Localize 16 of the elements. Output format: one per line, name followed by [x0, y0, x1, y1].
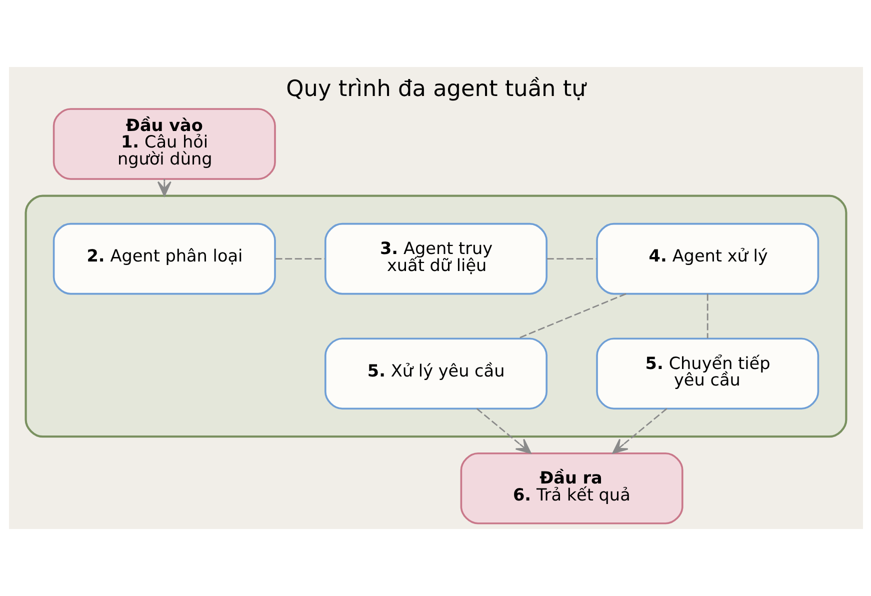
arrow	[476, 408, 531, 454]
connector	[517, 293, 626, 340]
arrow	[156, 179, 171, 196]
diagram-title: Quy trình đa agent tuần tự	[286, 76, 586, 102]
cluster	[24, 194, 847, 438]
node-box: 3. Agent truy xuất dữ liệu	[324, 222, 547, 295]
node-box: Đầu ra 6. Trả kết quả	[460, 452, 683, 524]
node-box: 4. Agent xử lý	[596, 222, 819, 295]
node-box: 5. Chuyển tiếp yêu cầu	[596, 338, 819, 410]
connector	[274, 258, 324, 260]
arrow	[612, 408, 667, 454]
connector	[706, 294, 708, 338]
node-box: Đầu vào 1. Câu hỏi người dùng	[52, 108, 276, 180]
connector	[546, 258, 596, 260]
node-box: 2. Agent phân loại	[52, 222, 276, 295]
node-box: 5. Xử lý yêu cầu	[324, 338, 547, 410]
